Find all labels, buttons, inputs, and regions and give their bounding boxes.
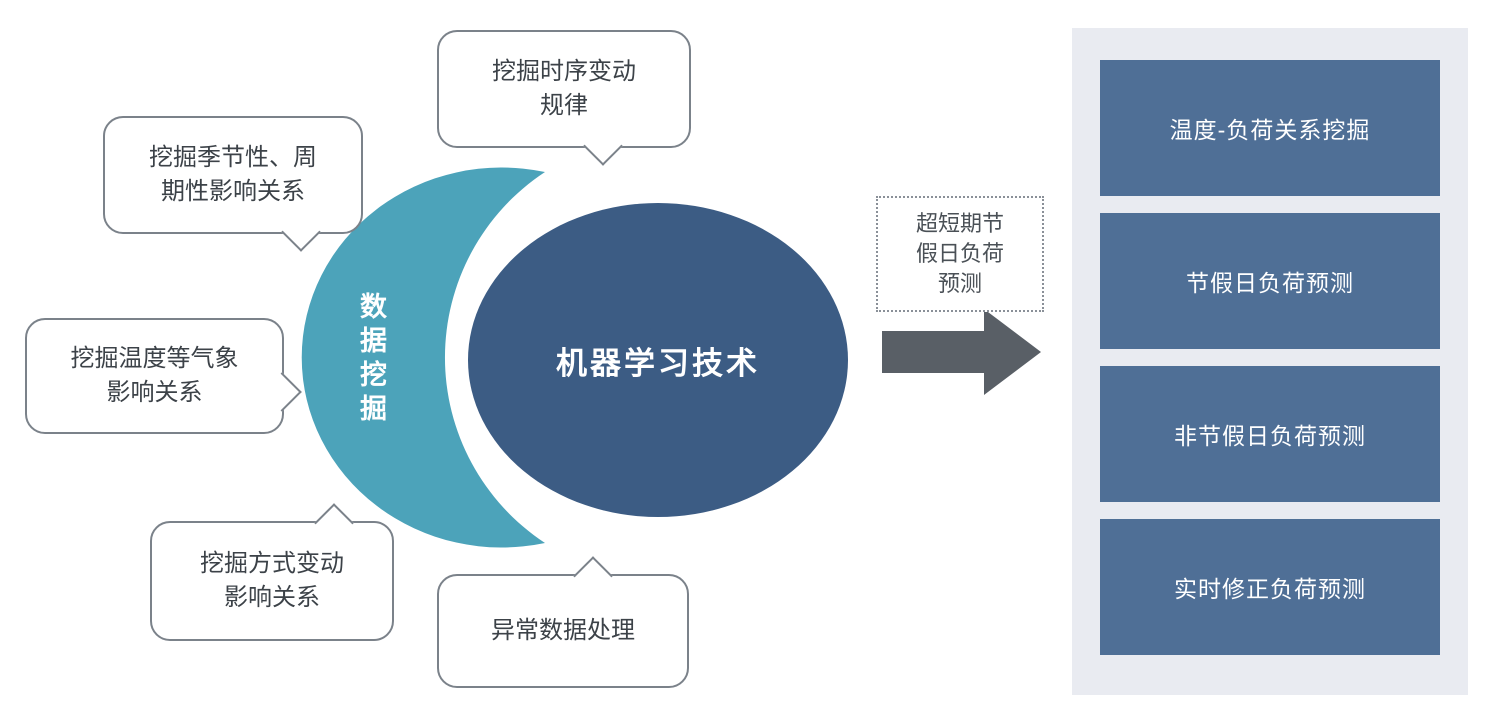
bubble-text: 期性影响关系: [161, 178, 305, 205]
machine-learning-ellipse-shape: [468, 203, 848, 517]
bubble-text: 挖掘季节性、周: [149, 143, 317, 171]
bubble-timeseries-pattern: 挖掘时序变动 规律: [437, 30, 691, 166]
output-box-temperature-load: 温度-负荷关系挖掘: [1100, 60, 1440, 196]
bubble-text: 规律: [540, 92, 588, 119]
output-box-non-holiday-forecast: 非节假日负荷预测: [1100, 366, 1440, 502]
arrow-annotation: 超短期节 假日负荷 预测: [876, 196, 1044, 312]
bubble-weather-influence: 挖掘温度等气象 影响关系: [25, 318, 302, 434]
bubble-text: 挖掘温度等气象: [70, 344, 239, 372]
arrow-annotation-line: 预测: [937, 270, 982, 296]
bubble-text: 挖掘方式变动: [200, 549, 344, 577]
bubble-mode-change-influence: 挖掘方式变动 影响关系: [150, 503, 394, 641]
flow-arrow-icon: [882, 309, 1041, 395]
output-box-realtime-correction: 实时修正负荷预测: [1100, 519, 1440, 655]
bubble-anomaly-data-processing: 异常数据处理: [437, 556, 689, 688]
output-box-holiday-forecast: 节假日负荷预测: [1100, 213, 1440, 349]
bubble-text: 影响关系: [106, 379, 203, 406]
data-mining-crescent-shape: [301, 167, 545, 548]
arrow-annotation-line: 超短期节: [915, 211, 1004, 237]
bubble-text: 异常数据处理: [491, 616, 635, 644]
bubble-text: 影响关系: [224, 584, 320, 611]
machine-learning-label: 机器学习技术: [556, 345, 760, 381]
data-mining-label: 数据挖掘: [356, 292, 386, 428]
output-panel: 温度-负荷关系挖掘 节假日负荷预测 非节假日负荷预测 实时修正负荷预测: [1072, 28, 1468, 695]
bubble-seasonal-periodic: 挖掘季节性、周 期性影响关系: [103, 116, 363, 252]
arrow-annotation-line: 假日负荷: [915, 241, 1004, 267]
bubble-text: 挖掘时序变动: [492, 57, 636, 85]
